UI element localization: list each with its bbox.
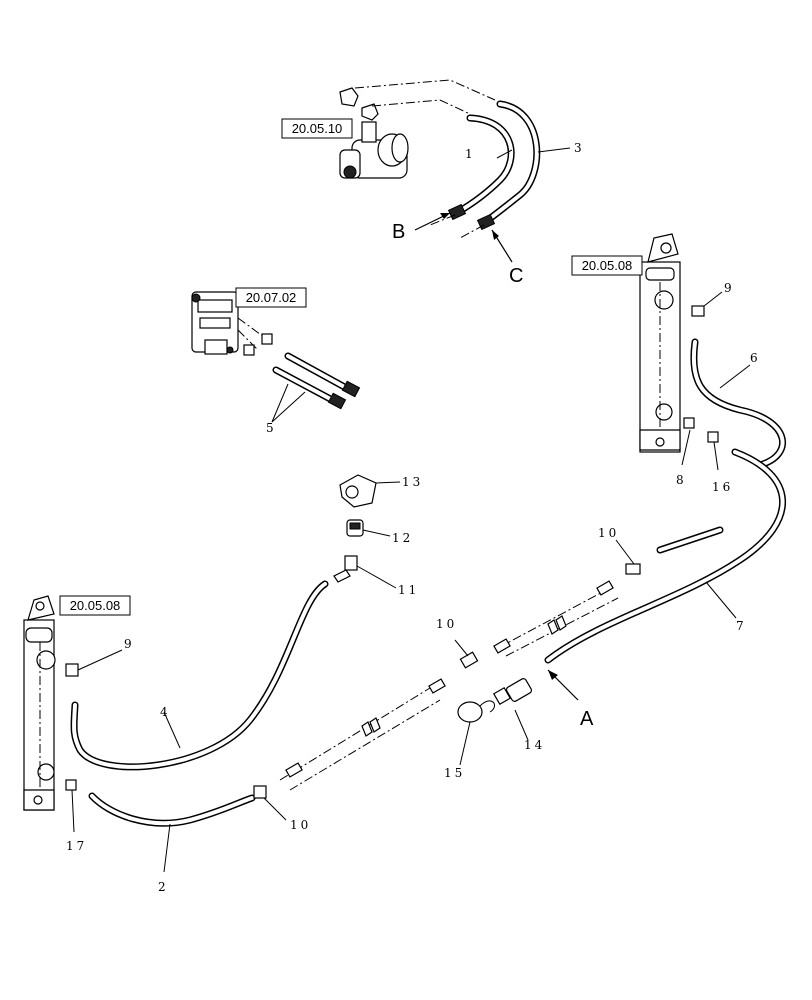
callout-2: 2 bbox=[158, 880, 169, 894]
ref-label-valve: 20.07.02 bbox=[246, 290, 297, 305]
ref-label-cylinder-right: 20.05.08 bbox=[582, 258, 633, 273]
callout-15: 15 bbox=[444, 766, 465, 780]
callout-9-left: 9 bbox=[124, 637, 135, 651]
callout-4: 4 bbox=[160, 705, 171, 719]
ref-label-motor: 20.05.10 bbox=[292, 121, 343, 136]
ref-box-valve[interactable]: 20.07.02 bbox=[235, 287, 307, 308]
pipe-upper bbox=[497, 587, 619, 657]
ref-box-cylinder-right[interactable]: 20.05.08 bbox=[571, 255, 643, 276]
hose-7 bbox=[544, 448, 786, 664]
control-valve bbox=[191, 291, 239, 355]
left-cylinder bbox=[23, 595, 56, 811]
ref-box-motor[interactable]: 20.05.10 bbox=[281, 118, 353, 139]
callout-1: 1 bbox=[465, 147, 476, 161]
ref-label-cylinder-left: 20.05.08 bbox=[70, 598, 121, 613]
hose-3 bbox=[481, 100, 541, 226]
hose-upper-10 bbox=[656, 526, 724, 554]
hose-4 bbox=[70, 580, 329, 771]
hose-1 bbox=[454, 114, 515, 216]
tee-fitting-13 bbox=[339, 474, 377, 508]
hose-5 bbox=[272, 352, 354, 406]
callout-14: 14 bbox=[524, 738, 545, 752]
callout-3: 3 bbox=[574, 141, 585, 155]
callout-8: 8 bbox=[676, 473, 687, 487]
pipe-lower bbox=[279, 687, 441, 791]
callout-7: 7 bbox=[736, 619, 747, 633]
callout-13: 13 bbox=[402, 475, 423, 489]
callout-10-lower: 10 bbox=[290, 818, 311, 832]
callout-17: 17 bbox=[66, 839, 87, 853]
callout-10-upper: 10 bbox=[598, 526, 619, 540]
callout-5: 5 bbox=[266, 421, 277, 435]
callout-11: 11 bbox=[398, 583, 419, 597]
port-letter-a: A bbox=[580, 708, 594, 730]
callout-9-right: 9 bbox=[724, 281, 735, 295]
callout-16: 16 bbox=[712, 480, 733, 494]
quick-coupler-14 bbox=[492, 678, 533, 706]
port-letter-c: C bbox=[509, 265, 523, 287]
fitting-12 bbox=[346, 519, 364, 537]
callout-10-middle: 10 bbox=[436, 617, 457, 631]
hydraulic-motor bbox=[339, 87, 409, 179]
ref-box-cylinder-left[interactable]: 20.05.08 bbox=[59, 595, 131, 616]
hose-2 bbox=[88, 792, 256, 827]
callout-6: 6 bbox=[750, 351, 761, 365]
port-letter-b: B bbox=[392, 221, 405, 243]
dust-cap-15 bbox=[457, 700, 495, 723]
hose-6 bbox=[690, 338, 787, 469]
callout-12: 12 bbox=[392, 531, 413, 545]
elbow-fitting-11 bbox=[333, 555, 358, 583]
